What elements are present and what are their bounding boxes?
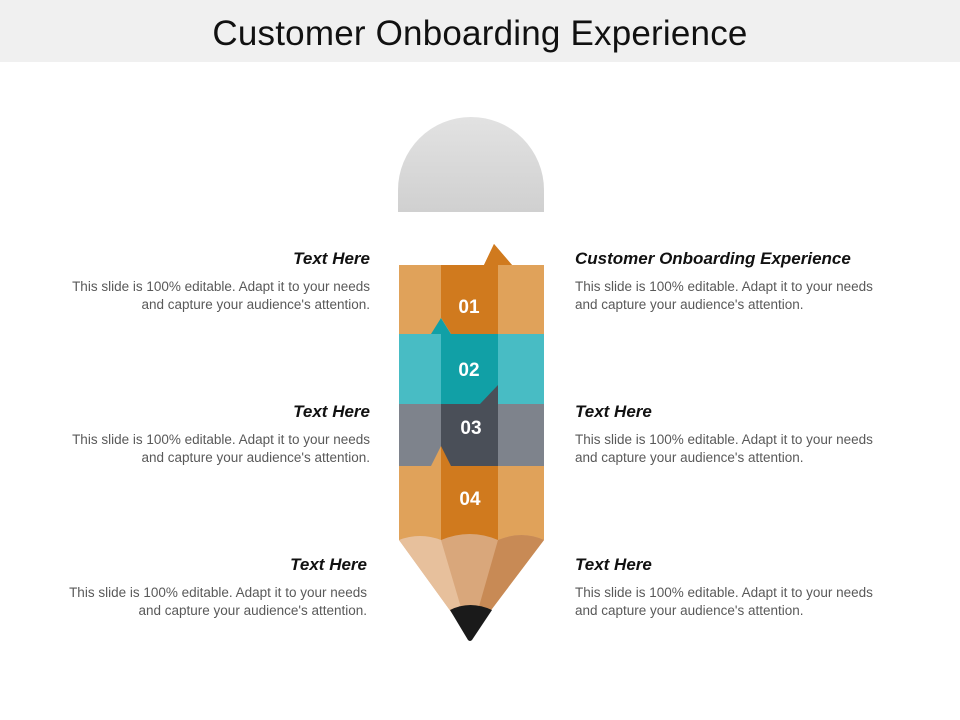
band-3-left: [399, 404, 441, 466]
text-block-left-mid: Text Here This slide is 100% editable. A…: [50, 402, 370, 467]
step-3-number: 03: [460, 418, 481, 439]
band-2-left: [399, 334, 441, 404]
pencil-lead: [450, 605, 492, 641]
title-bar: [0, 0, 960, 62]
pencil-eraser: [398, 117, 544, 212]
step-2-number: 02: [458, 360, 479, 381]
block-heading: Customer Onboarding Experience: [575, 249, 851, 268]
band-4-center: [441, 446, 498, 540]
block-body: This slide is 100% editable. Adapt it to…: [575, 432, 873, 465]
block-body: This slide is 100% editable. Adapt it to…: [72, 432, 370, 465]
block-body: This slide is 100% editable. Adapt it to…: [69, 585, 367, 618]
page-title: Customer Onboarding Experience: [212, 14, 748, 53]
band-1-right: [498, 265, 544, 334]
band-2-center: [431, 318, 498, 404]
band-1-center: [441, 244, 512, 334]
band-4-left: [399, 446, 441, 540]
block-heading: Text Here: [293, 249, 370, 268]
step-4-number: 04: [459, 489, 481, 510]
band-1-left: [399, 265, 441, 334]
text-block-right-top: Customer Onboarding Experience This slid…: [575, 249, 915, 314]
text-block-right-bottom: Text Here This slide is 100% editable. A…: [575, 555, 875, 620]
block-heading: Text Here: [290, 555, 367, 574]
text-block-left-bottom: Text Here This slide is 100% editable. A…: [47, 555, 367, 620]
block-heading: Text Here: [293, 402, 370, 421]
band-1-tip: [484, 244, 512, 265]
band-3-center: [441, 385, 498, 466]
text-block-left-top: Text Here This slide is 100% editable. A…: [50, 249, 370, 314]
block-body: This slide is 100% editable. Adapt it to…: [575, 585, 873, 618]
band-3-right: [498, 404, 544, 466]
block-body: This slide is 100% editable. Adapt it to…: [72, 279, 370, 312]
block-heading: Text Here: [575, 555, 652, 574]
block-heading: Text Here: [575, 402, 652, 421]
block-body: This slide is 100% editable. Adapt it to…: [575, 279, 873, 312]
step-1-number: 01: [458, 297, 480, 318]
band-4-right: [498, 466, 544, 540]
band-2-right: [498, 334, 544, 404]
text-block-right-mid: Text Here This slide is 100% editable. A…: [575, 402, 875, 467]
